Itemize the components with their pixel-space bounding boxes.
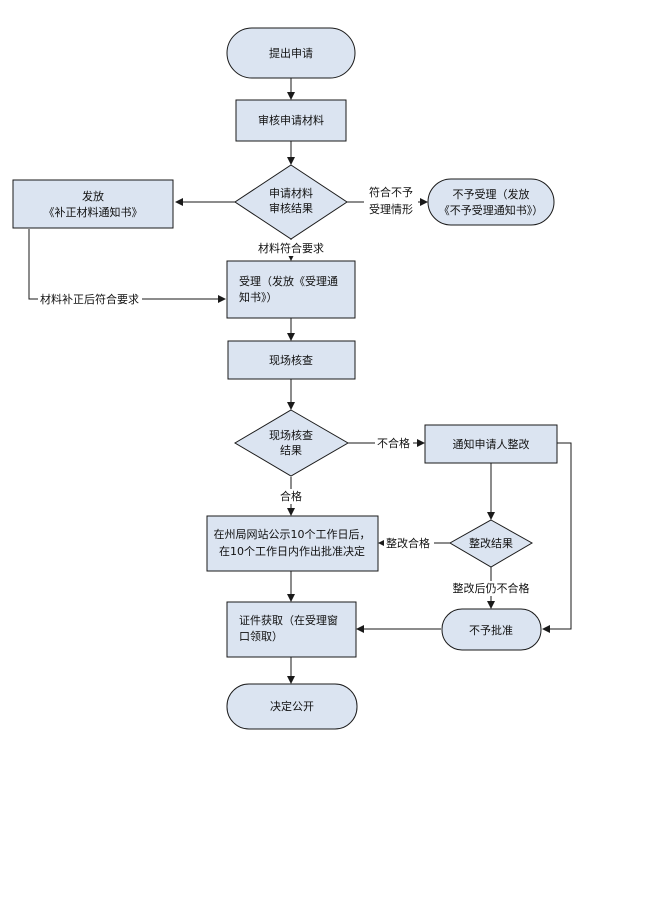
- node-site-decision: 现场核查 结果: [234, 409, 349, 477]
- node-material-decision: 申请材料 审核结果: [234, 164, 348, 240]
- node-supplement-notice: 发放 《补正材料通知书》: [12, 179, 174, 229]
- node-not-approved: 不予批准: [441, 608, 542, 651]
- label-unqualified: 不合格: [377, 436, 410, 450]
- node-accept: 受理（发放《受理通 知书》）: [226, 260, 356, 319]
- node-publicity-line2: 在10个工作日内作出批准决定: [219, 544, 365, 558]
- node-accept-line2: 知书》）: [239, 290, 278, 304]
- node-site-decision-line2: 结果: [280, 444, 302, 457]
- node-not-approved-label: 不予批准: [469, 623, 513, 637]
- node-publicity-line1: 在州局网站公示10个工作日后，: [214, 527, 371, 541]
- label-rectify-fail: 整改后仍不合格: [453, 581, 530, 595]
- node-rectify-result-label: 整改结果: [469, 536, 513, 550]
- node-site-check: 现场核查: [227, 340, 356, 380]
- node-publicity: 在州局网站公示10个工作日后， 在10个工作日内作出批准决定: [206, 515, 379, 572]
- node-start: 提出申请: [226, 27, 356, 79]
- node-reject-line2: 《不予受理通知书》）: [439, 203, 544, 217]
- node-publish-label: 决定公开: [270, 699, 314, 713]
- node-supplement-line2: 《补正材料通知书》: [44, 205, 143, 219]
- node-rectify-notice: 通知申请人整改: [424, 424, 558, 464]
- node-rectify-notice-label: 通知申请人整改: [453, 437, 530, 451]
- node-reject-line1: 不予受理（发放: [453, 187, 530, 201]
- edge-labels: 符合不予 受理情形 材料符合要求 材料补正后符合要求 不合格 合格 整改合格 整…: [38, 184, 532, 596]
- node-material-decision-line1: 申请材料: [269, 186, 313, 200]
- node-accept-line1: 受理（发放《受理通: [239, 274, 338, 288]
- node-site-check-label: 现场核查: [269, 353, 313, 367]
- node-publish: 决定公开: [226, 683, 358, 730]
- edge-supplement-accept: [28, 229, 226, 303]
- node-review: 审核申请材料: [235, 99, 347, 142]
- node-certificate: 证件获取（在受理窗 口领取）: [226, 601, 357, 658]
- label-after-supplement: 材料补正后符合要求: [40, 292, 139, 306]
- label-not-meet-line1: 符合不予: [369, 185, 413, 199]
- label-rectify-ok: 整改合格: [386, 536, 430, 550]
- node-certificate-line2: 口领取）: [239, 630, 283, 643]
- node-start-label: 提出申请: [269, 46, 313, 60]
- node-certificate-line1: 证件获取（在受理窗: [239, 613, 338, 627]
- node-reject-accept: 不予受理（发放 《不予受理通知书》）: [427, 178, 555, 226]
- label-qualified: 合格: [280, 489, 302, 503]
- label-meet: 材料符合要求: [258, 241, 324, 255]
- node-rectify-result: 整改结果: [448, 519, 534, 568]
- node-material-decision-line2: 审核结果: [269, 201, 313, 215]
- node-supplement-line1: 发放: [82, 189, 104, 203]
- node-site-decision-line1: 现场核查: [269, 428, 313, 442]
- edge-notice-notapproved: [542, 442, 572, 633]
- label-not-meet-line2: 受理情形: [369, 203, 413, 216]
- node-review-label: 审核申请材料: [258, 113, 324, 127]
